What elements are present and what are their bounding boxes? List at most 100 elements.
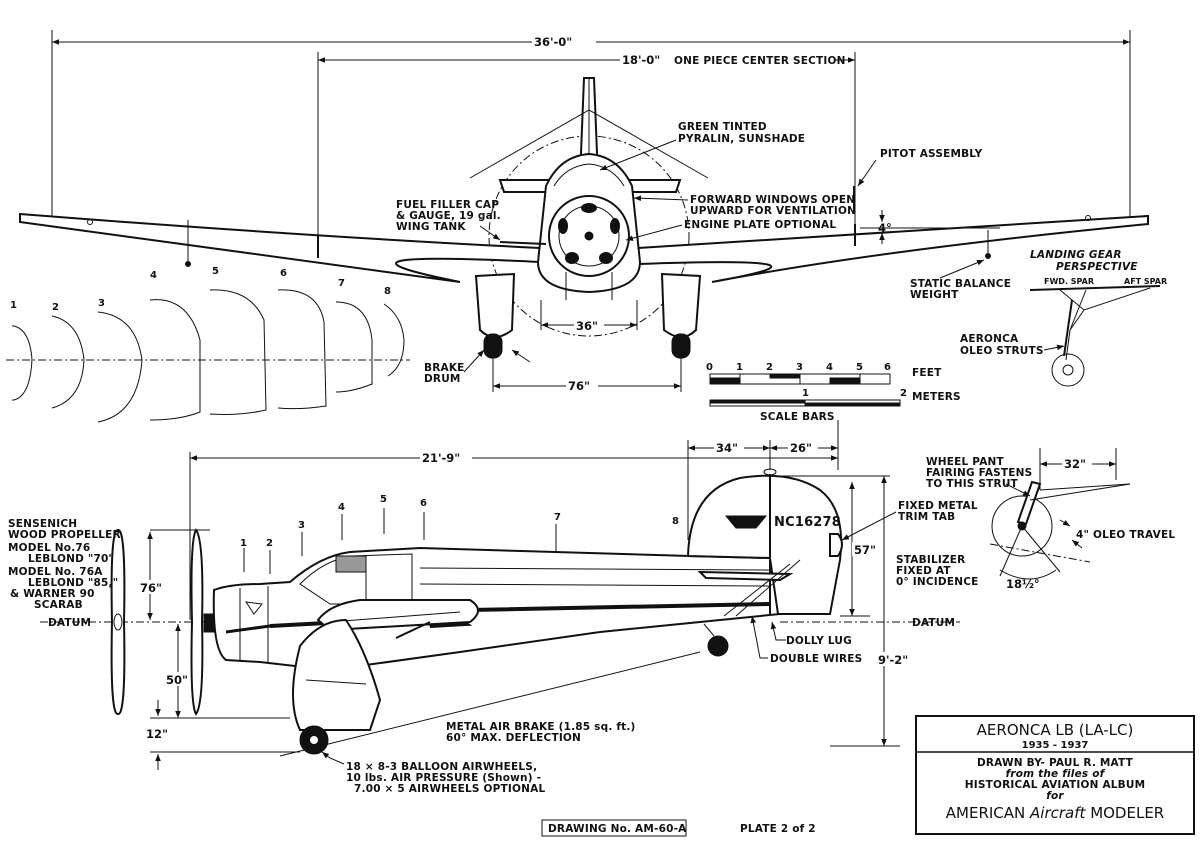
propeller-note-line8: SCARAB (34, 599, 83, 611)
balance-note-line2: WEIGHT (910, 289, 959, 301)
fuel-note-line1: FUEL FILLER CAP (396, 199, 499, 211)
magazine-word-3: MODELER (1090, 804, 1164, 822)
title-block-drawn-by: DRAWN BY- PAUL R. MATT (977, 757, 1134, 769)
air-brake-note-line1: METAL AIR BRAKE (1.85 sq. ft.) (446, 721, 636, 733)
air-brake-note-line2: 60° MAX. DEFLECTION (446, 732, 581, 744)
plate-number: PLATE 2 of 2 (740, 823, 816, 835)
oleo-note-line2: OLEO STRUTS (960, 345, 1044, 357)
scale-feet-2: 2 (766, 362, 773, 373)
engine-width-dimension: 36" (576, 319, 598, 333)
windows-note-line2: UPWARD FOR VENTILATION (690, 205, 856, 217)
station-label-2: 2 (266, 538, 273, 549)
propeller-note-line6: LEBLOND "85," (28, 577, 118, 589)
tail-forward-dimension: 34" (716, 441, 738, 455)
center-section-dimension: 18'-0" (622, 53, 660, 67)
station-label-4: 4 (338, 502, 345, 513)
station-label-6: 6 (420, 498, 427, 509)
wheel-pant-note-line2: FAIRING FASTENS (926, 467, 1032, 479)
left-wing-front (19, 212, 541, 283)
datum-label-left: DATUM (48, 617, 91, 629)
airwheels-note-line2: 10 lbs. AIR PRESSURE (Shown) - (346, 772, 541, 784)
scale-feet-0: 0 (706, 362, 713, 373)
trim-tab-note-line1: FIXED METAL (898, 500, 978, 512)
scale-bars: 0 1 2 3 4 5 6 FEET 1 2 METERS SCALE BARS (706, 362, 961, 423)
front-view: 36'-0" 18'-0" ONE PIECE CENTER SECTION (19, 30, 1149, 393)
magazine-word-2: Aircraft (1029, 804, 1086, 822)
fuel-note-line3: WING TANK (396, 221, 466, 233)
propeller-side (190, 528, 204, 716)
title-block-album: HISTORICAL AVIATION ALBUM (965, 779, 1146, 791)
wheel-pant-note-line3: TO THIS STRUT (926, 478, 1019, 490)
windows-note-line1: FORWARD WINDOWS OPEN (690, 194, 855, 206)
fuselage-cross-sections: 1 2 3 4 5 6 7 8 (6, 266, 410, 423)
datum-height-dimension: 50" (166, 673, 188, 687)
title-block-years: 1935 - 1937 (1022, 740, 1089, 751)
tail-aft-dimension: 26" (790, 441, 812, 455)
length-dimension: 21'-9" (422, 451, 460, 465)
cross-section-label-6: 6 (280, 268, 287, 279)
station-label-3: 3 (298, 520, 305, 531)
propeller-note-line7: & WARNER 90 (10, 588, 95, 600)
title-block-for: for (1046, 790, 1064, 802)
oleo-travel-note: 4" OLEO TRAVEL (1076, 529, 1175, 541)
scale-feet-1: 1 (736, 362, 743, 373)
stabilizer-note-line1: STABILIZER (896, 554, 965, 566)
right-wheel-front (671, 333, 691, 359)
stabilizer-side (697, 570, 794, 582)
oleo-note-line1: AERONCA (960, 333, 1019, 345)
airwheels-note-line3: 7.00 × 5 AIRWHEELS OPTIONAL (354, 783, 545, 795)
scale-feet-4: 4 (826, 362, 833, 373)
fwd-spar-label: FWD. SPAR (1044, 277, 1094, 286)
trim-tab-note-line2: TRIM TAB (898, 511, 955, 523)
gear-offset-dimension: 32" (1064, 457, 1086, 471)
stabilizer-note-line2: FIXED AT (896, 565, 951, 577)
fuel-note-line2: & GAUGE, 19 gal. (396, 210, 501, 222)
propeller-blade-front (110, 529, 126, 715)
prop-diameter-dimension: 76" (140, 581, 162, 595)
wing-root-side (316, 599, 479, 632)
propeller-note-line5: MODEL No. 76A (8, 566, 103, 578)
scale-meters-label: METERS (912, 391, 961, 403)
title-block-from: from the files of (1006, 768, 1106, 780)
scale-meters-1: 1 (802, 388, 809, 399)
stabilizer-note-line3: 0° INCIDENCE (896, 576, 978, 588)
ground-clearance-dimension: 12" (146, 727, 168, 741)
pitot-note: PITOT ASSEMBLY (880, 148, 983, 160)
propeller-note-line1: SENSENICH (8, 518, 77, 530)
side-view: 21'-9" 34" 26" DATUM DATUM (8, 420, 978, 795)
right-wheel-pant-front (660, 272, 702, 338)
title-block-title: AERONCA LB (LA-LC) (977, 721, 1134, 739)
left-wheel-pant-front (474, 272, 516, 338)
wheel-pant-note-line1: WHEEL PANT (926, 456, 1005, 468)
fin-height-dimension: 57" (854, 543, 876, 557)
title-block-magazine: AMERICAN Aircraft MODELER (946, 804, 1164, 822)
cross-section-label-4: 4 (150, 270, 157, 281)
wheel-detail: 32" 18½° 4" OLEO TRAVEL WHEEL PANT FAIRI… (926, 448, 1175, 591)
scale-meters-2: 2 (900, 388, 907, 399)
engine-plate-note: ENGINE PLATE OPTIONAL (684, 219, 836, 231)
tail-wheel-side (707, 635, 729, 657)
wheel-pant-side (292, 618, 382, 731)
datum-label-right: DATUM (912, 617, 955, 629)
drawing-number: DRAWING No. AM-60-A (548, 823, 687, 835)
right-wing-front (637, 214, 1149, 283)
gear-perspective-title-line1: LANDING GEAR (1030, 249, 1122, 261)
gear-angle-dimension: 18½° (1006, 577, 1040, 591)
scale-feet-3: 3 (796, 362, 803, 373)
scale-feet-6: 6 (884, 362, 891, 373)
sunshade-note-line2: PYRALIN, SUNSHADE (678, 133, 805, 145)
cross-section-label-1: 1 (10, 300, 17, 311)
propeller-note-line2: WOOD PROPELLER (8, 529, 121, 541)
gear-perspective-title-line2: PERSPECTIVE (1056, 261, 1138, 273)
cross-section-label-5: 5 (212, 266, 219, 277)
tread-dimension: 76" (568, 379, 590, 393)
height-dimension: 9'-2" (878, 653, 908, 667)
scale-bars-title: SCALE BARS (760, 411, 835, 423)
station-label-5: 5 (380, 494, 387, 505)
span-dimension: 36'-0" (534, 35, 572, 49)
propeller-note-line4: LEBLOND "70" (28, 553, 114, 565)
double-wires-note: DOUBLE WIRES (770, 653, 862, 665)
center-section-note: ONE PIECE CENTER SECTION (674, 55, 846, 67)
brake-drum-note-line1: BRAKE (424, 362, 465, 374)
cross-section-label-7: 7 (338, 278, 345, 289)
